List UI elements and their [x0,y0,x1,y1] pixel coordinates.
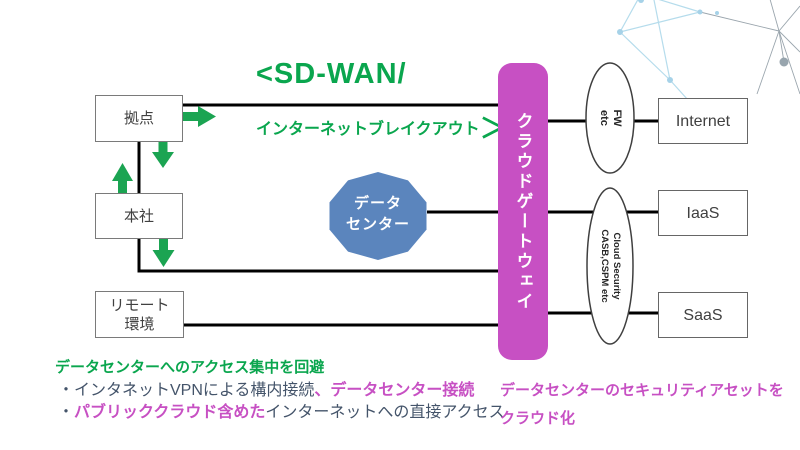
decoration-line [658,0,701,13]
arrow-branch-right [164,106,216,127]
subtitle-internet-breakout: インターネットブレイクアウト＞ [256,115,507,143]
node-internet: Internet [658,98,748,144]
title-sdwan: <SD-WAN/ [256,58,407,90]
node-branch-label: 拠点 [123,110,154,127]
note-left-bullet2: ・パブリッククラウド含めたインターネットへの直接アクセス [58,404,505,421]
decoration-node [638,0,644,3]
decoration-line [619,0,639,33]
node-saas-label: SaaS [683,306,723,324]
decoration-node [617,29,623,35]
cloud-gateway: クラウドゲートウェイ [498,63,548,360]
node-internet-label: Internet [675,112,731,130]
node-branch: 拠点 [95,95,183,142]
decoration-line [653,0,671,81]
decoration-line [619,31,671,81]
node-saas: SaaS [658,292,748,338]
decoration-line [778,30,800,53]
decoration-node [715,11,719,15]
decoration-line [756,30,780,95]
decoration-node [779,57,789,67]
arrow-branch-down [152,128,174,168]
flow-arrows [112,106,216,267]
decoration-node [667,77,673,83]
decoration-line [778,30,785,63]
cloud-gateway-label: クラウドゲートウェイ [513,111,533,312]
subtitle-text: インターネットブレイクアウト [256,121,480,138]
decoration-line [619,11,701,33]
arrow-hq-down [152,229,175,267]
decoration-line [778,30,800,95]
note-right: データセンターのセキュリティアセットをクラウド化 [500,382,784,427]
note-left-heading: データセンターへのアクセス集中を回避 [55,359,325,376]
note-left-bullet1: ・インタネットVPNによる構内接続、データセンター接続 [58,382,475,399]
node-iaas-label: IaaS [686,204,720,222]
node-remote-label: リモート 環境 [109,296,170,333]
decoration-line [778,5,800,32]
connector-hq-gateway [137,238,499,273]
node-iaas: IaaS [658,190,748,236]
node-remote: リモート 環境 [95,291,184,338]
decoration-line [699,11,780,32]
arrow-hq-up [112,163,133,201]
datacenter-label: データセンター [345,195,410,233]
cloud-security-ellipse [586,187,634,345]
node-headquarters-label: 本社 [123,207,154,225]
decoration-node [697,9,703,15]
decoration-line [769,0,780,32]
datacenter-shape [329,172,427,260]
node-headquarters: 本社 [95,193,183,239]
fw-ellipse [585,62,635,174]
